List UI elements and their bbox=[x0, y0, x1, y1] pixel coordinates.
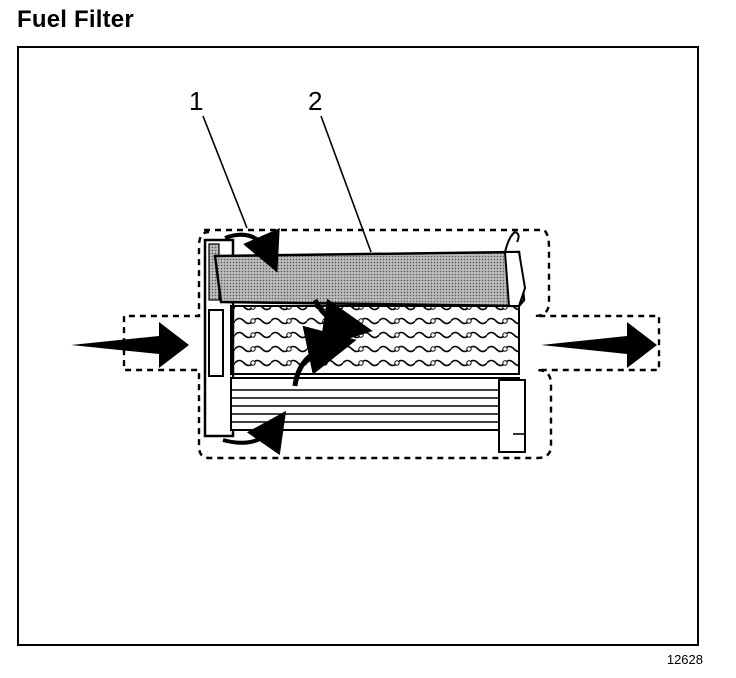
filter-media-top bbox=[213, 250, 526, 308]
flow-arrow-bottom bbox=[222, 410, 287, 456]
filter-base-layers bbox=[230, 377, 526, 453]
callout-2-label: 2 bbox=[308, 86, 322, 116]
inlet-arrow bbox=[71, 322, 189, 368]
flow-arrow-lower bbox=[292, 325, 357, 387]
outlet-arrow bbox=[541, 322, 657, 368]
figure-number: 12628 bbox=[666, 652, 703, 667]
callout-2-leader bbox=[320, 115, 372, 253]
flow-arrow-top bbox=[224, 227, 280, 273]
pleated-element bbox=[230, 305, 520, 375]
callout-1-label: 1 bbox=[189, 86, 203, 116]
callout-1-leader bbox=[202, 115, 248, 229]
fuel-filter-illustration: 1 2 bbox=[71, 86, 661, 460]
page-title: Fuel Filter bbox=[17, 6, 134, 33]
fuel-filter-diagram: 1 2 bbox=[17, 46, 699, 646]
